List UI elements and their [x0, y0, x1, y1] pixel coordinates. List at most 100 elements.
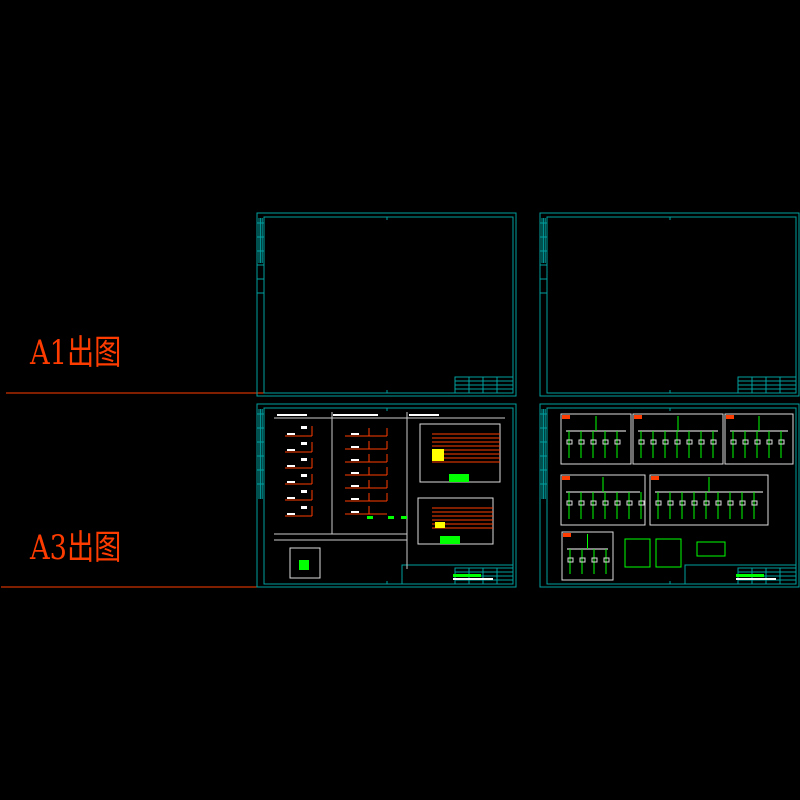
- switchboard-panel: [632, 413, 724, 465]
- meter-symbol: [401, 516, 407, 519]
- breaker-symbol: [602, 500, 609, 506]
- title-block: [454, 376, 514, 394]
- breaker-symbol: [727, 500, 734, 506]
- title-block: [401, 564, 514, 585]
- breaker-symbol: [638, 439, 645, 445]
- switchboard-panel: [649, 474, 769, 526]
- a3-output-label: A3出图: [30, 528, 122, 568]
- breaker-symbol: [667, 500, 674, 506]
- terminal-block: [449, 474, 469, 482]
- panel-tag: [562, 476, 570, 480]
- breaker-symbol: [662, 439, 669, 445]
- breaker-symbol: [590, 439, 597, 445]
- section-title: [277, 414, 307, 416]
- breaker-symbol: [766, 439, 773, 445]
- breaker-symbol: [566, 500, 573, 506]
- breaker-symbol: [301, 458, 307, 461]
- switchboard-panel: [560, 413, 632, 465]
- circuit-label: [287, 497, 295, 499]
- breaker-symbol: [301, 506, 307, 509]
- breaker-symbol: [301, 490, 307, 493]
- detail-box: [289, 547, 321, 579]
- title-block-frame: [401, 564, 514, 585]
- circuit-label: [351, 511, 359, 513]
- breaker-symbol: [710, 439, 717, 445]
- drawing-sheet-a1-sheet-2: [539, 212, 800, 397]
- breaker-symbol: [614, 439, 621, 445]
- panel-tag: [634, 415, 642, 419]
- breaker-symbol: [778, 439, 785, 445]
- device-symbol: [299, 560, 309, 570]
- meter-symbol: [367, 516, 373, 519]
- breaker-symbol: [591, 557, 598, 563]
- breaker-symbol: [686, 439, 693, 445]
- breaker-symbol: [301, 426, 307, 429]
- circuit-label: [351, 498, 359, 500]
- breaker-symbol: [579, 557, 586, 563]
- sheet-inner-border: [546, 216, 797, 394]
- switchboard-panel: [561, 531, 614, 581]
- breaker-symbol: [739, 500, 746, 506]
- sheet-outer-border: [256, 403, 517, 588]
- breaker-symbol: [578, 439, 585, 445]
- breaker-symbol: [691, 500, 698, 506]
- section-title: [409, 414, 439, 416]
- breaker-symbol: [603, 557, 610, 563]
- breaker-symbol: [754, 439, 761, 445]
- circuit-label: [287, 449, 295, 451]
- breaker-group: [435, 522, 445, 528]
- breaker-symbol: [566, 439, 573, 445]
- title-block-drawing-name: [736, 578, 776, 580]
- panel-tag: [562, 415, 570, 419]
- sheet-outer-border: [539, 403, 800, 588]
- title-block: [737, 376, 797, 394]
- drawing-sheet-a1-sheet-1: [256, 212, 517, 397]
- distribution-system-diagram: [274, 412, 505, 579]
- sheet-outer-border: [256, 212, 517, 397]
- breaker-symbol: [655, 500, 662, 506]
- circuit-label: [351, 472, 359, 474]
- breaker-symbol: [638, 500, 645, 506]
- title-block: [684, 564, 797, 585]
- circuit-label: [287, 513, 295, 515]
- sheet-inner-border: [263, 407, 514, 585]
- breaker-symbol: [650, 439, 657, 445]
- breaker-symbol: [567, 557, 574, 563]
- switchboard-panel: [560, 474, 646, 526]
- meter-symbol: [388, 516, 394, 519]
- title-block-frame: [684, 564, 797, 585]
- breaker-symbol: [614, 500, 621, 506]
- terminal-block: [440, 536, 460, 544]
- drawing-sheet-a3-sheet-2: [539, 403, 800, 588]
- breaker-symbol: [578, 500, 585, 506]
- breaker-symbol: [602, 439, 609, 445]
- circuit-label: [351, 446, 359, 448]
- breaker-symbol: [730, 439, 737, 445]
- breaker-symbol: [301, 442, 307, 445]
- circuit-label: [351, 459, 359, 461]
- breaker-symbol: [715, 500, 722, 506]
- a1-output-label: A1出图: [30, 333, 122, 373]
- circuit-label: [287, 481, 295, 483]
- breaker-symbol: [590, 500, 597, 506]
- panel-tag: [563, 533, 571, 537]
- sheet-outer-border: [539, 212, 800, 397]
- circuit-label: [287, 433, 295, 435]
- breaker-symbol: [301, 474, 307, 477]
- breaker-symbol: [698, 439, 705, 445]
- circuit-label: [351, 485, 359, 487]
- drawing-sheet-a3-sheet-1: [256, 403, 517, 588]
- sheet-inner-border: [546, 407, 797, 585]
- breaker-symbol: [674, 439, 681, 445]
- title-block-drawing-name: [453, 578, 493, 580]
- title-block-logo: [736, 574, 764, 577]
- breaker-symbol: [742, 439, 749, 445]
- title-block-logo: [453, 574, 481, 577]
- breaker-group: [432, 449, 444, 461]
- switchboard-panel: [724, 413, 794, 465]
- sheet-inner-border: [263, 216, 514, 394]
- grounding-detail: [696, 541, 726, 557]
- panel-tag: [726, 415, 734, 419]
